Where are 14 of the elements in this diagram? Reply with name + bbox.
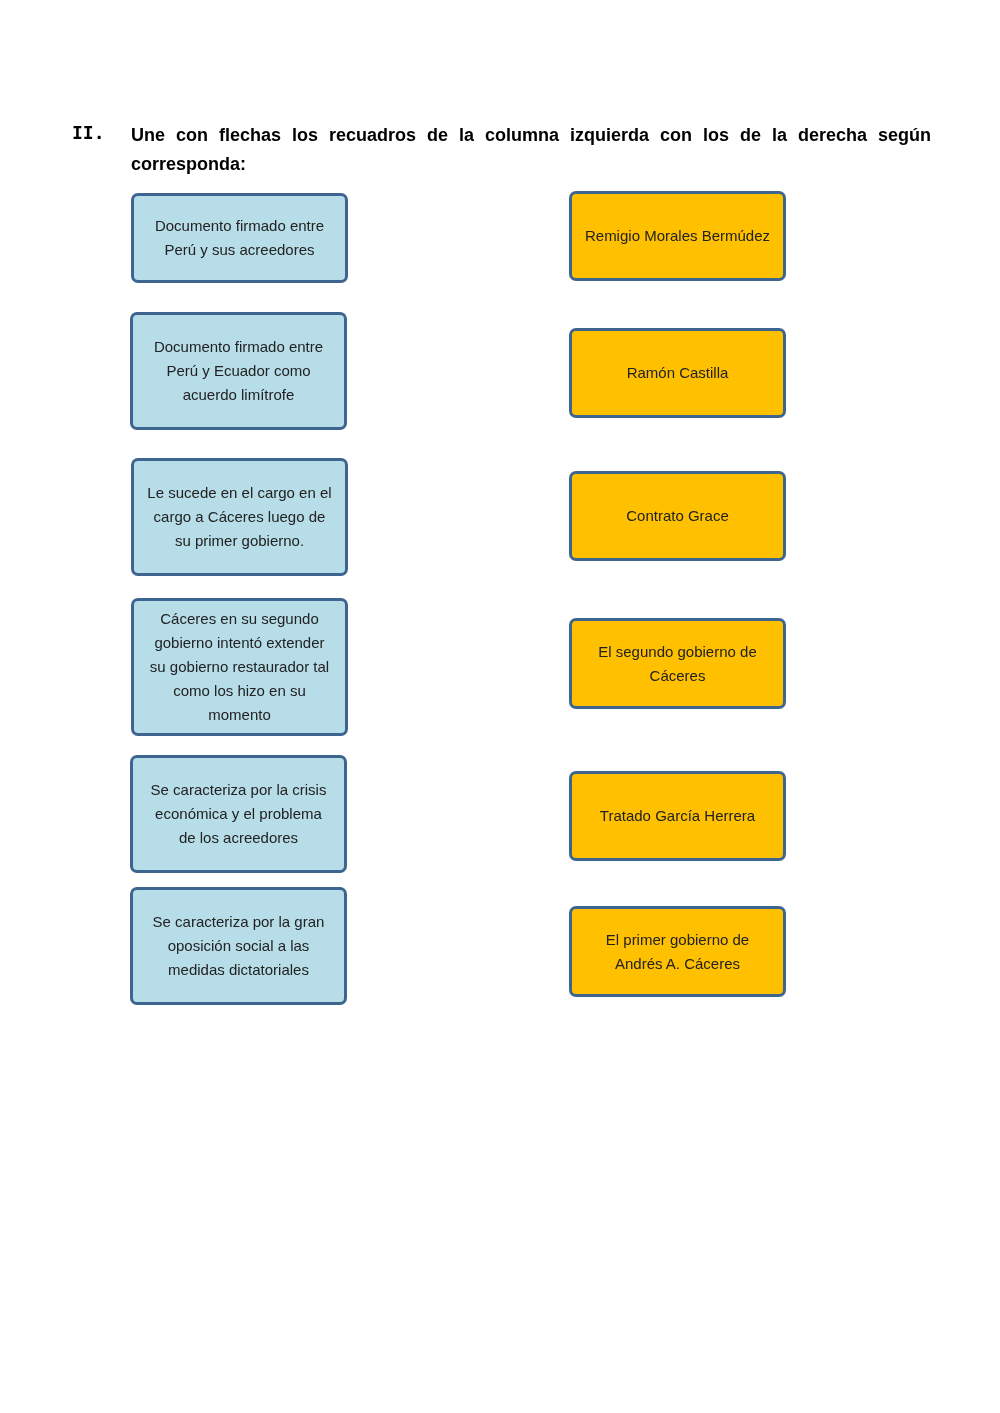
description-box: Le sucede en el cargo en el cargo a Cáceres luego de su primer gobierno.: [131, 458, 348, 576]
answer-box: El primer gobierno de Andrés A. Cáceres: [569, 906, 786, 997]
description-box: Se caracteriza por la crisis económica y el problema de los acreedores: [130, 755, 347, 873]
answer-box: Contrato Grace: [569, 471, 786, 561]
section-number: II.: [72, 122, 105, 143]
description-box: Cáceres en su segundo gobierno intentó extender su gobierno restaurador tal como los hizo en su momento: [131, 598, 348, 736]
answer-box: Ramón Castilla: [569, 328, 786, 418]
instruction-text: Une con flechas los recuadros de la columna izquierda con los de la derecha según corresponda:: [131, 124, 931, 176]
answer-box: Tratado García Herrera: [569, 771, 786, 861]
description-box: Documento firmado entre Perú y sus acreedores: [131, 193, 348, 283]
answer-box: Remigio Morales Bermúdez: [569, 191, 786, 281]
description-box: Se caracteriza por la gran oposición social a las medidas dictatoriales: [130, 887, 347, 1005]
description-box: Documento firmado entre Perú y Ecuador como acuerdo limítrofe: [130, 312, 347, 430]
answer-box: El segundo gobierno de Cáceres: [569, 618, 786, 709]
